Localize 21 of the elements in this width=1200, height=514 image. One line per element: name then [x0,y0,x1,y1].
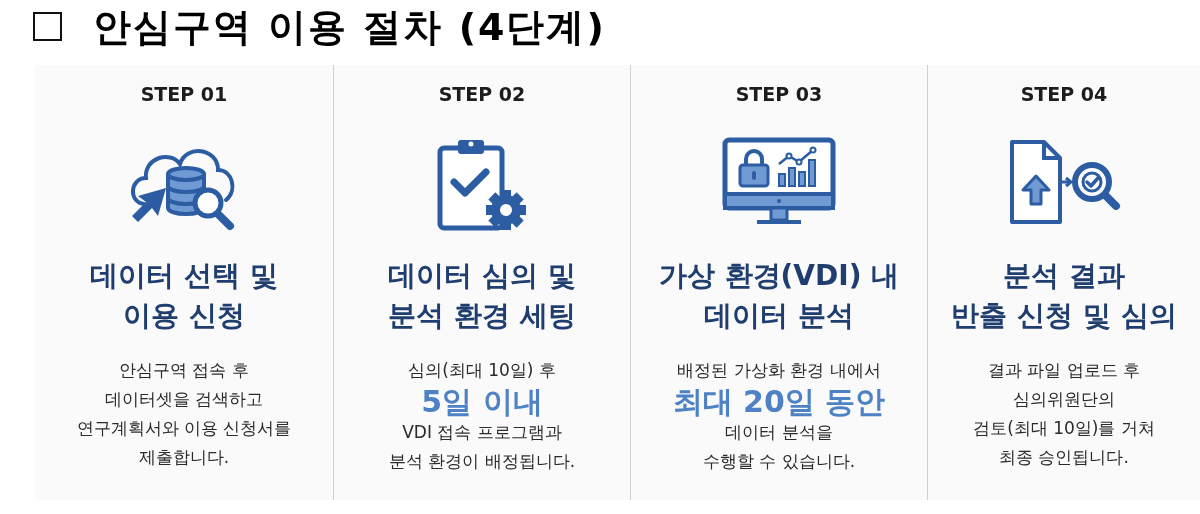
step-panel [630,65,927,500]
step-title: 가상 환경(VDI) 내 데이터 분석 [658,258,900,334]
step-title: 데이터 심의 및 분석 환경 세팅 [388,258,576,334]
highlight-text: 최대 20일 동안 [672,385,886,418]
step-panel [927,65,1200,500]
highlight-text: 5일 이내 [421,385,543,418]
step-description: 결과 파일 업로드 후 심의위원단의 검토(최대 10일)를 거쳐 최종 승인됩니다. [973,359,1155,469]
step-description: VDI 접속 프로그램과 분석 환경이 배정됩니다. [388,421,576,473]
page-title: 안심구역 이용 절차 (4단계) [93,4,606,51]
step-title: 데이터 선택 및 이용 신청 [90,258,278,334]
step-title: 분석 결과 반출 신청 및 심의 [951,258,1177,334]
step-panel [333,65,630,500]
step-label: STEP 03 [735,82,823,106]
step-description: 데이터 분석을 수행할 수 있습니다. [702,421,856,473]
step-label: STEP 02 [438,82,526,106]
step-description: 안심구역 접속 후 데이터셋을 검색하고 연구계획서와 이용 신청서를 제출합니다. [76,359,292,469]
step-label: STEP 04 [1020,82,1108,106]
step-description: 심의(최대 10일) 후 [408,359,556,382]
step-description: 배정된 가상화 환경 내에서 [677,359,881,382]
step-label: STEP 01 [140,82,228,106]
step-panel [35,65,333,500]
